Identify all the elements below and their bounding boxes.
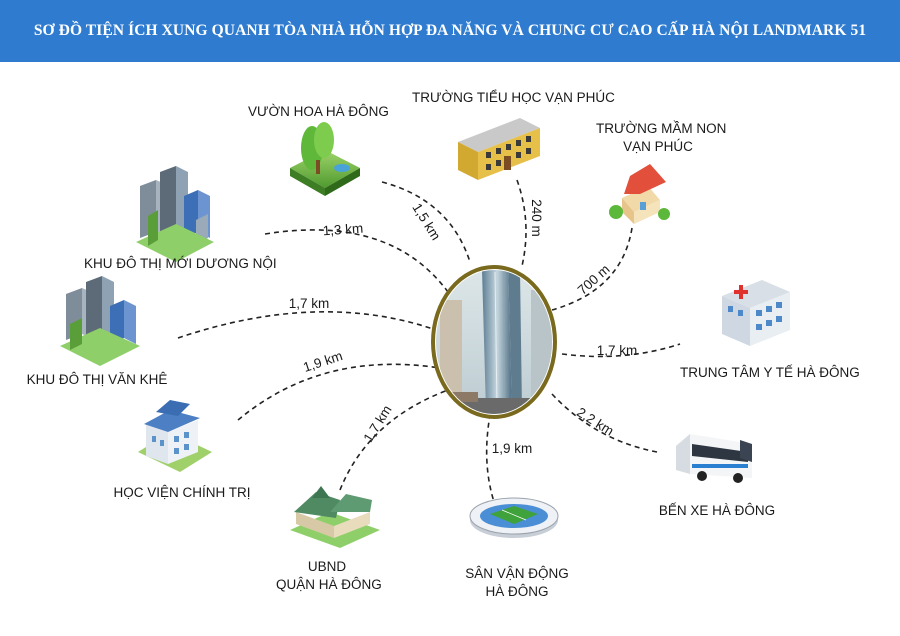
hospital-icon (722, 280, 790, 346)
amenity-diagram: 1,5 km 240 m 700 m 1,3 km 1,7 km 1,7 km … (0, 62, 900, 636)
kindergarten-house-icon (609, 164, 670, 224)
label-mam-non: TRƯỜNG MẦM NON VẠN PHÚC (596, 121, 727, 154)
header-bar: SƠ ĐỒ TIỆN ÍCH XUNG QUANH TÒA NHÀ HỖN HỢ… (0, 0, 900, 62)
city-towers-icon (60, 276, 140, 366)
distance-ubnd: 1,7 km (360, 403, 394, 445)
connector-vuon-hoa (381, 181, 471, 263)
distance-van-khe: 1,7 km (289, 296, 330, 311)
connector-duong-noi (264, 229, 449, 293)
distance-tieu-hoc: 240 m (529, 199, 544, 237)
city-towers-icon (136, 166, 214, 262)
distance-san-van-dong: 1,9 km (492, 441, 533, 456)
connector-mam-non (551, 227, 633, 311)
label-van-khe: KHU ĐÔ THỊ VĂN KHÊ (26, 372, 168, 387)
distance-ben-xe: 2,2 km (574, 404, 616, 438)
distance-duong-noi: 1,3 km (322, 221, 363, 239)
label-san-van-dong: SÂN VẬN ĐỘNG HÀ ĐÔNG (465, 566, 569, 599)
label-tieu-hoc: TRƯỜNG TIỂU HỌC VẠN PHÚC (412, 90, 615, 105)
landmark-51-tower (431, 265, 557, 419)
label-ubnd: UBND QUẬN HÀ ĐÔNG (276, 559, 382, 592)
page-title: SƠ ĐỒ TIỆN ÍCH XUNG QUANH TÒA NHÀ HỖN HỢ… (33, 22, 867, 39)
distance-vuon-hoa: 1,5 km (409, 201, 443, 243)
connector-tieu-hoc (516, 179, 527, 267)
connector-van-khe (177, 311, 437, 339)
connector-ubnd (339, 389, 449, 491)
distance-y-te: 1,7 km (597, 343, 638, 358)
school-building-icon (458, 118, 540, 180)
label-ben-xe: BẾN XE HÀ ĐÔNG (658, 503, 776, 518)
connector-chinh-tri (237, 363, 441, 421)
stadium-icon (469, 497, 559, 538)
label-y-te: TRUNG TÂM Y TẾ HÀ ĐÔNG (680, 365, 860, 380)
label-duong-noi: KHU ĐÔ THỊ MỚI DƯƠNG NỘI (84, 256, 277, 271)
government-hall-icon (290, 486, 380, 548)
connector-ben-xe (551, 393, 658, 453)
label-chinh-tri: HỌC VIỆN CHÍNH TRỊ (113, 485, 251, 500)
academy-building-icon (138, 400, 212, 472)
park-tree-icon (290, 122, 360, 196)
label-vuon-hoa: VƯỜN HOA HÀ ĐÔNG (248, 104, 389, 119)
bus-icon (676, 434, 752, 483)
connector-y-te (561, 343, 681, 358)
